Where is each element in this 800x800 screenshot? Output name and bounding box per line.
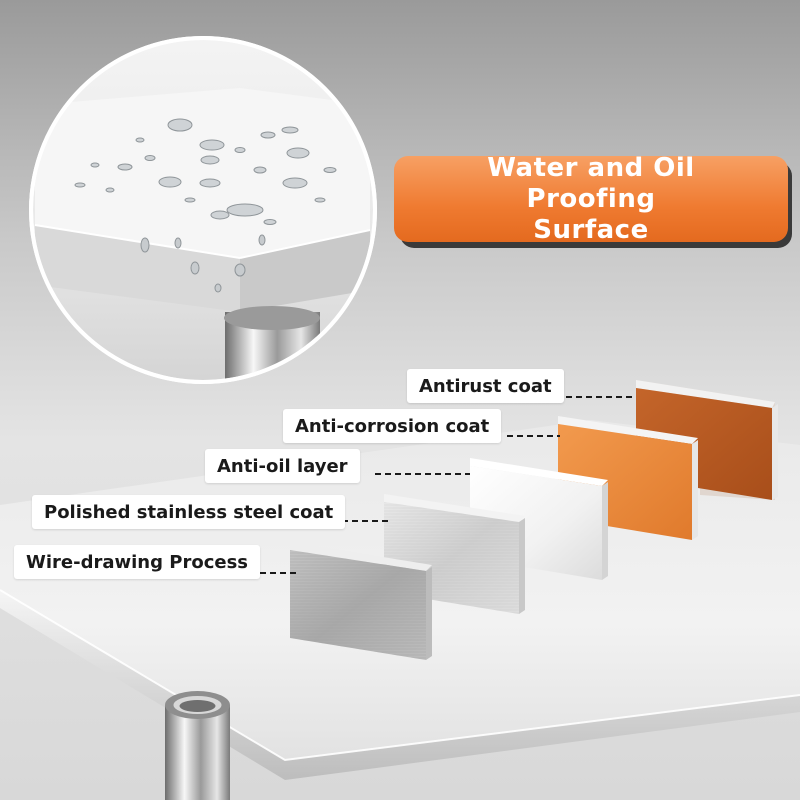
headline-line-1: Water and Oil Proofing [487, 152, 695, 214]
label-anti-corrosion-coat: Anti-corrosion coat [283, 409, 502, 443]
headline-line-2: Surface [533, 214, 649, 245]
label-anti-oil-layer: Anti-oil layer [205, 449, 360, 483]
plate-wire-drawing [290, 542, 432, 660]
headline-banner: Water and Oil Proofing Surface [394, 153, 788, 245]
leader-lines [260, 396, 636, 574]
label-wire-drawing-process: Wire-drawing Process [14, 545, 260, 579]
detail-magnifier [29, 36, 377, 384]
label-polished-stainless-steel-coat: Polished stainless steel coat [32, 495, 346, 529]
table-leg [165, 691, 230, 800]
label-antirust-coat: Antirust coat [407, 369, 564, 403]
headline-text: Water and Oil Proofing Surface [426, 153, 756, 246]
